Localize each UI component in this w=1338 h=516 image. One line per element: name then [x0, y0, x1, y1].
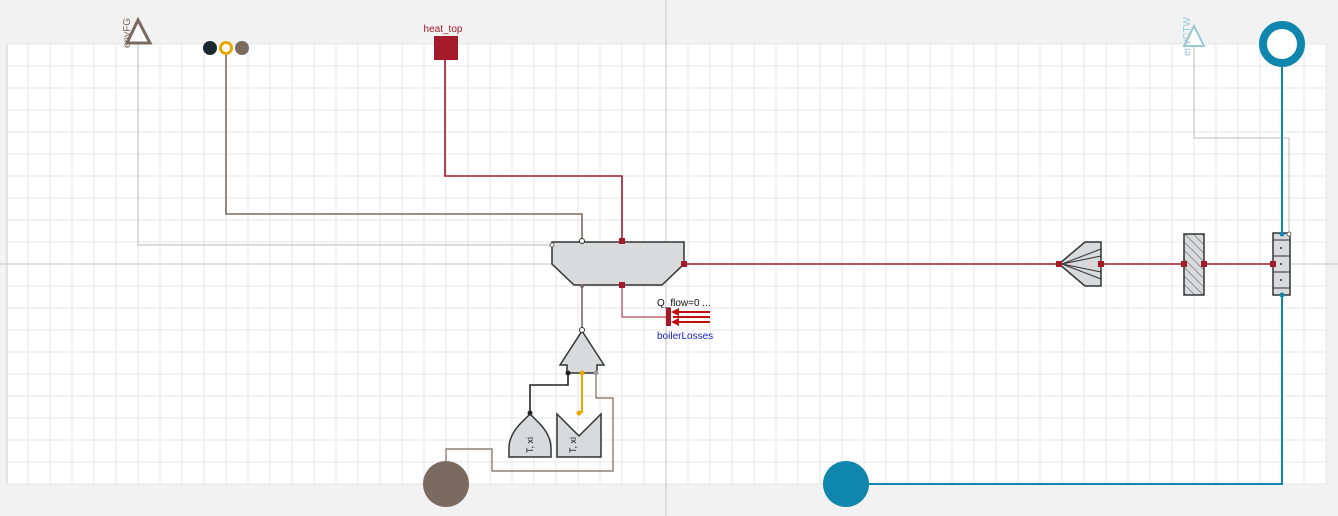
boiler-body — [551, 241, 685, 286]
splitter-port-mid[interactable] — [579, 370, 585, 376]
pipe-port-top[interactable] — [1279, 231, 1285, 237]
env-ctw-connection[interactable] — [1193, 47, 1290, 234]
nozzle-line — [1061, 255, 1102, 265]
heat-top-connection[interactable] — [444, 58, 623, 241]
nozzle-line — [1061, 263, 1102, 273]
nozzle-port-right[interactable] — [1098, 261, 1104, 267]
boiler-heat-port-bottom[interactable] — [619, 282, 625, 288]
env-fg-connection[interactable] — [137, 44, 552, 246]
splitter-to-sensor-a-line[interactable] — [529, 373, 569, 413]
pipe-dot — [1280, 263, 1282, 265]
boiler-losses-component[interactable]: Q_flow=0 ... boilerLosses — [657, 298, 713, 342]
wall-component[interactable] — [1181, 233, 1207, 296]
sensor-a-body — [508, 412, 552, 458]
splitter-port-left[interactable] — [565, 370, 571, 376]
pipe-component[interactable] — [1270, 231, 1292, 298]
boiler-fluid-port-bottom[interactable] — [580, 284, 584, 288]
wall-hatch — [1184, 234, 1204, 295]
boiler-losses-label: boilerLosses — [657, 331, 713, 342]
boiler-losses-connection[interactable] — [621, 285, 668, 318]
env-ctw-block[interactable]: envCTW — [1182, 17, 1206, 56]
nozzle-line — [1061, 248, 1102, 265]
boiler-heat-port-top[interactable] — [619, 238, 625, 244]
splitter-port-right[interactable] — [593, 370, 599, 376]
pipe-dot — [1280, 279, 1282, 281]
boiler-fluid-port-top[interactable] — [579, 238, 585, 244]
dark-dot-icon — [203, 41, 217, 55]
fluegas-outlet-port[interactable] — [423, 461, 469, 507]
wall-port-right[interactable] — [1201, 261, 1207, 267]
pipe-dot — [1280, 247, 1282, 249]
splitter-to-outlet-line[interactable] — [445, 373, 614, 484]
nozzle-port-left[interactable] — [1056, 261, 1062, 267]
sensor-a-component[interactable]: T, xi — [508, 410, 552, 458]
fluegas-connector-line[interactable] — [225, 52, 583, 241]
pipe-heat-port[interactable] — [1270, 261, 1276, 267]
yellow-ring-icon — [219, 41, 233, 55]
sensor-b-label: T, xi — [568, 437, 578, 453]
fluegas-connector[interactable] — [203, 41, 249, 55]
heat-top-label: heat_top — [424, 24, 463, 35]
pipe-port-env[interactable] — [1286, 231, 1292, 237]
sensor-a-port[interactable] — [527, 410, 533, 416]
water-outlet-line[interactable] — [846, 295, 1283, 485]
splitter-component[interactable] — [558, 327, 606, 376]
arrow-left-icon — [671, 318, 679, 326]
brown-dot-icon — [235, 41, 249, 55]
boiler-heat-port-right[interactable] — [681, 261, 687, 267]
nozzle-component[interactable] — [1056, 241, 1104, 287]
q-flow-label: Q_flow=0 ... — [657, 298, 711, 309]
boiler-port-left[interactable] — [549, 242, 555, 248]
wall-port-left[interactable] — [1181, 261, 1187, 267]
boiler-component[interactable] — [549, 238, 687, 288]
losses-port — [666, 308, 671, 326]
sensor-a-label: T, xi — [525, 437, 535, 453]
env-fg-label: envFG — [122, 18, 133, 48]
nozzle-line — [1061, 263, 1102, 280]
env-ctw-label: envCTW — [1182, 17, 1193, 56]
water-outlet-port[interactable] — [823, 461, 869, 507]
splitter-port-top[interactable] — [579, 327, 585, 333]
triangle-icon — [124, 16, 153, 45]
sensor-b-body — [556, 412, 602, 458]
water-inlet-port[interactable] — [1259, 21, 1305, 67]
heat-top-port[interactable]: heat_top — [424, 24, 463, 60]
arrow-left-icon — [671, 308, 679, 316]
pipe-port-bottom[interactable] — [1279, 292, 1285, 298]
env-fg-block[interactable]: envFG — [122, 16, 153, 48]
sensor-b-component[interactable]: T, xi — [556, 410, 602, 458]
triangle-icon — [1182, 23, 1206, 47]
sensor-b-port[interactable] — [576, 410, 582, 416]
square-icon — [434, 36, 458, 60]
